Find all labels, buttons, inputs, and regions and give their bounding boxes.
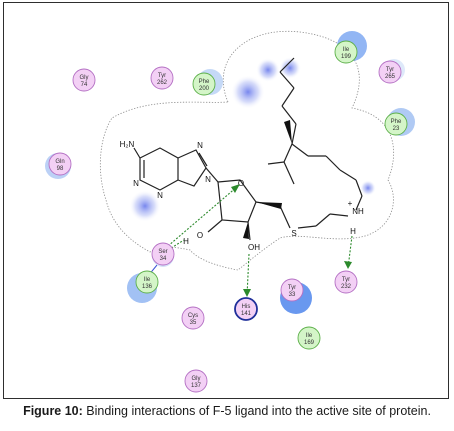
atom-label-amine-h: H — [350, 227, 356, 236]
residue-number: 136 — [142, 284, 153, 290]
residue-number: 141 — [241, 311, 252, 317]
residue-name: Cys — [188, 313, 198, 319]
exposure-blob — [129, 190, 161, 222]
figure-frame — [3, 2, 449, 399]
residue-name: Gly — [80, 75, 89, 81]
residue-disc — [48, 152, 72, 176]
residue-number: 199 — [341, 54, 352, 60]
caption-figure-label: Figure 10: — [23, 404, 83, 418]
residue-number: 262 — [157, 80, 168, 86]
residue-disc — [378, 60, 402, 84]
arrowhead — [231, 184, 240, 193]
residue-disc — [334, 40, 358, 64]
binding-pocket-outline — [99, 30, 394, 271]
residue-disc — [184, 369, 208, 393]
residue-name: Ile — [144, 277, 151, 283]
solvent-exposure-markers — [129, 57, 376, 222]
residue-number: 169 — [304, 340, 315, 346]
atom-label-sulfur: S — [291, 229, 296, 238]
residue-name: Phe — [199, 79, 210, 85]
atom-label-oh: OH — [248, 243, 260, 252]
hbond-ser34-ring-o — [167, 185, 239, 247]
residue-name: Tyr — [386, 67, 394, 73]
arrowhead — [344, 261, 352, 269]
exposure-blob — [231, 75, 265, 109]
residue-number: 74 — [81, 82, 88, 88]
residue-disc — [384, 112, 408, 136]
residue-number: 34 — [160, 256, 167, 262]
residue-name: Ile — [306, 333, 313, 339]
atom-label-ring-oxygen: O — [238, 179, 244, 188]
caption-text: Binding interactions of F-5 ligand into … — [82, 404, 431, 418]
residue-number: 33 — [289, 292, 296, 298]
wedge-bond — [256, 202, 282, 209]
residue-name: Gln — [55, 159, 64, 165]
residue-name: His — [242, 304, 251, 310]
residue-disc — [297, 326, 321, 350]
residue-disc — [151, 242, 175, 266]
wedge-bond — [243, 222, 249, 239]
atom-label-plus: + — [348, 199, 353, 208]
arrowhead — [243, 289, 251, 297]
wedge-bond — [284, 120, 292, 144]
residue-number: 200 — [199, 86, 210, 92]
residue-disc — [280, 278, 304, 302]
atom-label-nh2: H₂N — [120, 140, 135, 149]
atom-label-hydroxyl-h: H — [183, 237, 189, 246]
residue-disc — [150, 66, 174, 90]
residue-disc — [334, 270, 358, 294]
residue-disc — [72, 68, 96, 92]
ligand-atom-labels: H₂N N N N N O H O OH S NH + H — [120, 140, 364, 252]
residue-name: Tyr — [342, 277, 350, 283]
atom-label-hydroxyl-o: O — [197, 231, 203, 240]
residue-disc — [192, 72, 216, 96]
residue-number: 265 — [385, 74, 396, 80]
residue-number: 23 — [393, 126, 400, 132]
atom-label-nh: NH — [352, 207, 364, 216]
residue-number: 98 — [57, 166, 64, 172]
hbond-ser34-hydroxyl — [167, 239, 185, 251]
atom-label-n9: N — [205, 175, 211, 184]
atom-label-n3: N — [157, 191, 163, 200]
residue-name: Tyr — [288, 285, 296, 291]
hbond-arrowheads — [231, 184, 352, 297]
atom-label-n7: N — [197, 141, 203, 150]
residue-disc — [234, 297, 258, 321]
exposure-blob — [279, 57, 301, 79]
residue-name: Ser — [158, 249, 167, 255]
atom-label-n1: N — [133, 179, 139, 188]
exposure-blob — [360, 180, 376, 196]
figure-caption: Figure 10: Binding interactions of F-5 l… — [0, 404, 454, 418]
residue-name: Gly — [192, 376, 201, 382]
residue-number: 232 — [341, 284, 352, 290]
exposure-blob — [256, 58, 280, 82]
residue-name: Ile — [343, 47, 350, 53]
residue-name: Phe — [391, 119, 402, 125]
residue-name: Tyr — [158, 73, 166, 79]
residue-disc — [135, 270, 159, 294]
residue-number: 137 — [191, 383, 202, 389]
residue-number: 35 — [190, 320, 197, 326]
residue-disc — [181, 306, 205, 330]
